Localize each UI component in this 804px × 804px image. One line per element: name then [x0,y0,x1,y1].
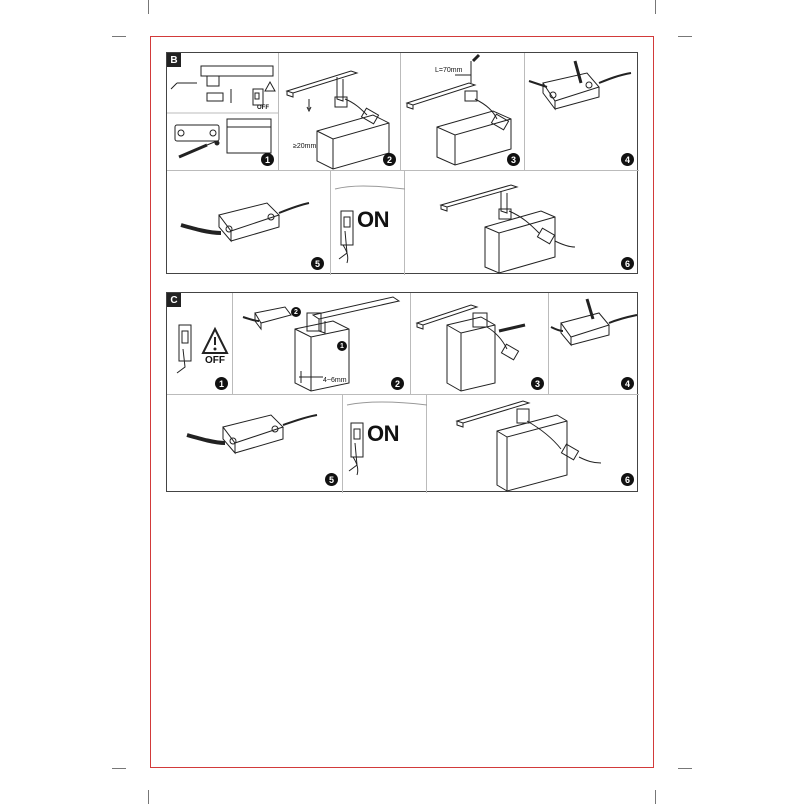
page-frame [150,36,654,768]
mounting-hardware-diagram [167,65,279,159]
step-number: 4 [621,377,634,390]
crop-mark [148,790,149,804]
panel-b7: 6 [405,171,639,275]
step-number: 5 [311,257,324,270]
off-label-small: OFF [257,105,269,111]
panel-c2: 2 1 4~6mm 2 [233,293,411,395]
panel-b5: 5 [167,171,331,275]
crop-mark [148,0,149,14]
section-tag: C [167,293,181,307]
panel-b4: 4 [525,53,639,171]
step-number: 2 [391,377,404,390]
step-number: 1 [215,377,228,390]
panel-b3: L=70mm 3 [401,53,525,171]
panel-b1: OFF 1 [167,53,279,171]
cabinet-mounting-diagram [242,296,401,392]
off-label: OFF [205,355,225,366]
crop-mark [112,768,126,769]
fixture-mounting-diagram [405,53,512,166]
panel-c6-on: ON [343,395,427,493]
step-number: 3 [531,377,544,390]
junction-box-icon [528,60,632,111]
step-number: 4 [621,153,634,166]
step-number: 6 [621,473,634,486]
step-number: 3 [507,153,520,166]
warning-icon [176,324,229,374]
section-c: C OFF 1 [166,292,639,493]
junction-box-icon [186,414,318,455]
step-number: 6 [621,257,634,270]
panel-c7: 6 [427,395,639,493]
on-label: ON [367,421,400,446]
on-label: ON [357,207,390,232]
light-switch-icon [346,401,427,476]
section-tag: B [167,53,181,67]
crop-mark [655,0,656,14]
gap-dimension: ≥20mm [293,143,317,150]
crop-mark [112,36,126,37]
step-number: 5 [325,473,338,486]
mirror-cabinet-icon [439,184,576,274]
thickness-dimension: 4~6mm [323,377,347,384]
step-number: 2 [383,153,396,166]
mirror-cabinet-icon [455,400,602,492]
panel-b2: ≥20mm 2 [279,53,401,171]
length-dimension: L=70mm [435,67,463,74]
lamp-fixture-icon [285,70,390,170]
junction-box-icon [550,298,638,347]
sub-step-number: 2 [291,307,301,317]
crop-mark [678,36,692,37]
panel-c4: 4 [549,293,639,395]
sub-step-number: 1 [337,341,347,351]
panel-c5: 5 [167,395,343,493]
crop-mark [655,790,656,804]
crop-mark [678,768,692,769]
panel-c1: OFF 1 [167,293,233,395]
junction-box-icon [180,202,310,243]
panel-c3: 3 [411,293,549,395]
panel-b6-on: ON [331,171,405,275]
screwdriver-icon [415,304,526,392]
light-switch-icon [334,185,405,264]
section-b: B OFF 1 [166,52,639,275]
step-number: 1 [261,153,274,166]
